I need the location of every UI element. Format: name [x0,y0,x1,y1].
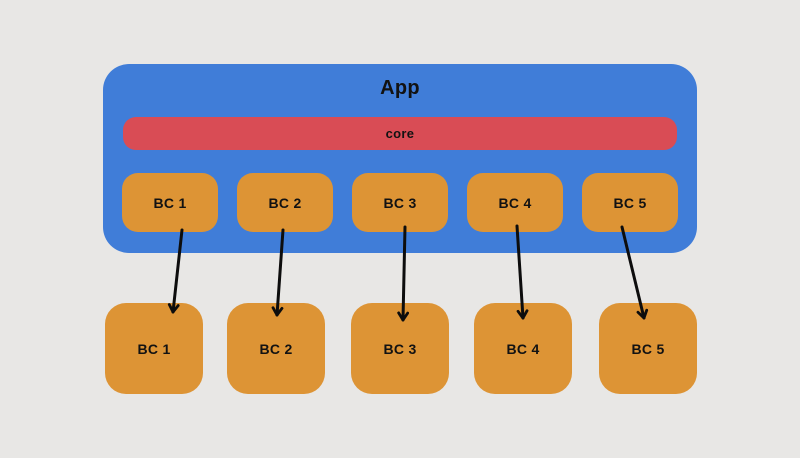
app-module-bc-2-label: BC 2 [268,194,302,211]
app-container: App core BC 1 BC 2 BC 3 BC 4 BC 5 [103,64,697,253]
app-module-bc-3: BC 3 [352,173,448,232]
bounded-context-bc-5: BC 5 [599,303,697,394]
app-module-bc-5: BC 5 [582,173,678,232]
app-module-bc-4-label: BC 4 [498,194,532,211]
bounded-context-bc-3: BC 3 [351,303,449,394]
app-module-bc-2: BC 2 [237,173,333,232]
bounded-context-bc-1: BC 1 [105,303,203,394]
core-bar: core [123,117,677,150]
bounded-context-bc-1-label: BC 1 [137,340,171,357]
core-label: core [385,126,415,141]
app-module-bc-4: BC 4 [467,173,563,232]
bounded-context-bc-4: BC 4 [474,303,572,394]
app-module-bc-1-label: BC 1 [153,194,187,211]
app-title: App [380,77,420,99]
bounded-context-bc-2-label: BC 2 [259,340,293,357]
app-module-bc-5-label: BC 5 [613,194,647,211]
bounded-context-bc-3-label: BC 3 [383,340,417,357]
bounded-context-bc-2: BC 2 [227,303,325,394]
app-module-bc-1: BC 1 [122,173,218,232]
bounded-context-bc-5-label: BC 5 [631,340,665,357]
bounded-context-bc-4-label: BC 4 [506,340,540,357]
app-module-bc-3-label: BC 3 [383,194,417,211]
